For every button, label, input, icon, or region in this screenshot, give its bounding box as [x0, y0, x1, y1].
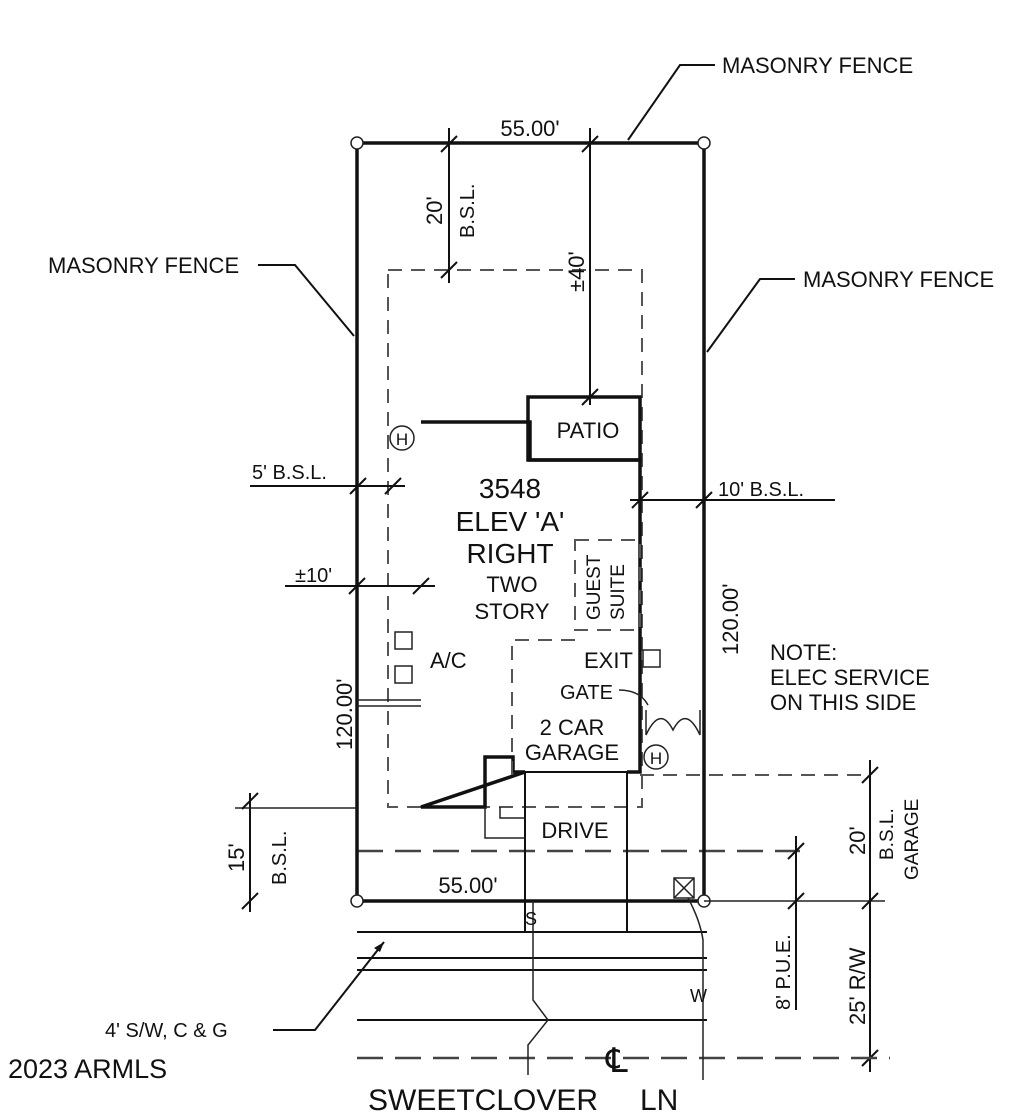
elevation: ELEV 'A' [456, 506, 565, 537]
rear-setback-label: B.S.L. [457, 184, 479, 238]
patio [526, 395, 642, 462]
plan-number: 3548 [479, 473, 541, 504]
side-distance-left: ±10' [295, 565, 332, 587]
rear-setback: 20' [422, 196, 447, 225]
note-title: NOTE: [770, 640, 837, 665]
building-envelope [387, 269, 643, 808]
bottom-width: 55.00' [438, 873, 497, 898]
stories-label: TWO [486, 572, 537, 597]
street-name: SWEETCLOVER [368, 1084, 598, 1117]
front-setback-label: B.S.L. [269, 831, 291, 885]
rear-distance: ±40' [564, 251, 589, 292]
ac-unit [394, 665, 413, 684]
street-lines [357, 931, 890, 1060]
pue-label: 8' P.U.E. [773, 934, 795, 1010]
gate-label: GATE [560, 682, 613, 704]
guest-suite [574, 539, 641, 631]
side-wall [357, 699, 421, 707]
copyright-watermark: 2023 ARMLS [8, 1054, 167, 1084]
top-width: 55.00' [500, 116, 559, 141]
water-label: W [690, 986, 707, 1006]
side-setback-right: 10' B.S.L. [718, 479, 804, 501]
orientation: RIGHT [466, 538, 553, 569]
patio-label: PATIO [557, 418, 620, 443]
drive-label: DRIVE [541, 818, 608, 843]
sewer-label: S [525, 909, 537, 929]
suite-label: SUITE [608, 564, 629, 620]
ac-unit [394, 631, 413, 650]
fence-label-left: MASONRY FENCE [48, 253, 239, 278]
exit-box [642, 649, 661, 668]
meter-box-icon [673, 877, 695, 899]
guest-label: GUEST [584, 554, 605, 620]
side-setback-left: 5' B.S.L. [252, 462, 327, 484]
ac-label: A/C [430, 648, 467, 673]
right-depth: 120.00' [718, 584, 743, 656]
exit-label: EXIT [584, 648, 633, 673]
sidewalk-label: 4' S/W, C & G [105, 1020, 228, 1042]
entry-steps [484, 807, 525, 839]
centerline-symbol: ℄ [605, 1042, 628, 1080]
garage-setback: 20' [845, 826, 870, 855]
garage-label: GARAGE [525, 740, 619, 765]
hose-bib-icon [389, 425, 415, 451]
gate-icon [645, 710, 701, 736]
garage-label: 2 CAR [540, 715, 605, 740]
driveway [524, 771, 628, 933]
hose-bib-icon [643, 744, 669, 770]
water-line [687, 897, 704, 1080]
fence-label-right: MASONRY FENCE [803, 267, 994, 292]
sewer-line [527, 901, 549, 1075]
note-line: ELEC SERVICE [770, 665, 930, 690]
fence-label-top: MASONRY FENCE [722, 53, 913, 78]
left-depth: 120.00' [332, 679, 357, 751]
front-setback: 15' [224, 843, 249, 872]
hose-bib-label: H [650, 749, 662, 768]
hose-bib-label: H [396, 430, 408, 449]
lot-boundary [355, 141, 706, 903]
street-suffix: LN [640, 1084, 678, 1117]
note-line: ON THIS SIDE [770, 690, 916, 715]
garage-setback-label: GARAGE [902, 799, 923, 880]
garage-setback-label: B.S.L. [877, 808, 898, 860]
stories-label: STORY [475, 599, 550, 624]
rw-label: 25' R/W [845, 947, 870, 1025]
